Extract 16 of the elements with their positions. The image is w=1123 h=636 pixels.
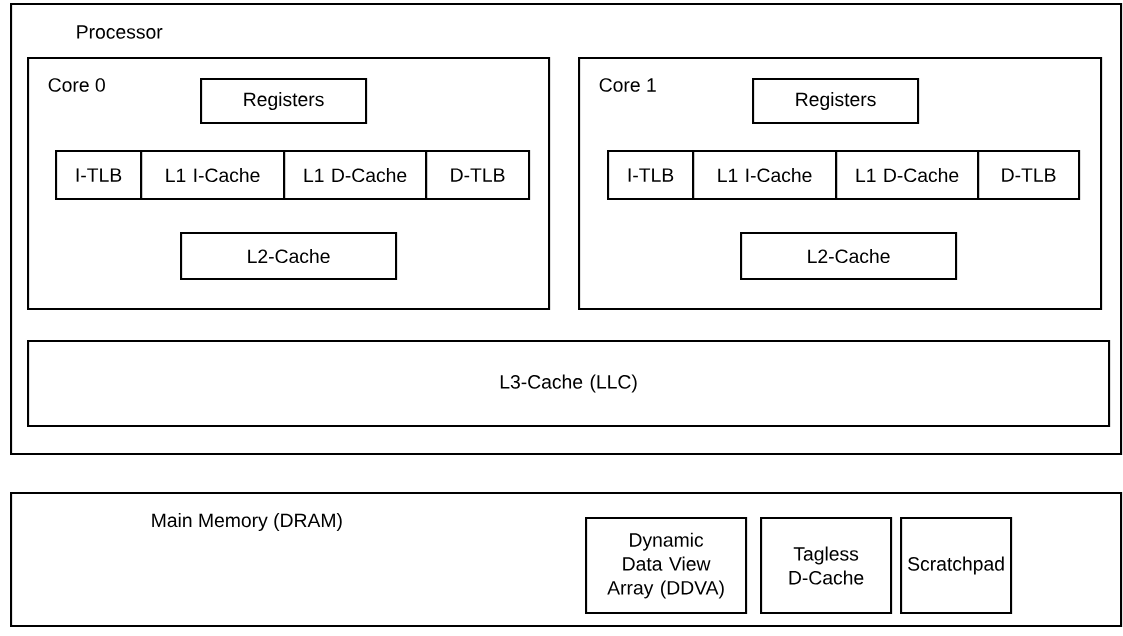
component-box: Dynamic Data View Array (DDVA)	[585, 517, 748, 615]
component-box: D-TLB	[977, 149, 1081, 201]
component-box: Registers	[752, 77, 920, 125]
component-box: L1 D-Cache	[835, 149, 980, 201]
component-box: L1 I-Cache	[140, 149, 286, 201]
component-box: L1 I-Cache	[692, 149, 838, 201]
component-box: Scratchpad	[900, 517, 1013, 615]
component-box: D-TLB	[425, 149, 531, 201]
component-box: L2-Cache	[180, 232, 398, 281]
cache-box: L3-Cache (LLC)	[27, 340, 1111, 428]
component-box: Tagless D-Cache	[760, 517, 893, 615]
component-box: I-TLB	[55, 149, 143, 201]
component-box: Registers	[200, 77, 368, 125]
component-box: L2-Cache	[740, 232, 958, 281]
component-box: I-TLB	[607, 149, 695, 201]
component-box: L1 D-Cache	[283, 149, 428, 201]
